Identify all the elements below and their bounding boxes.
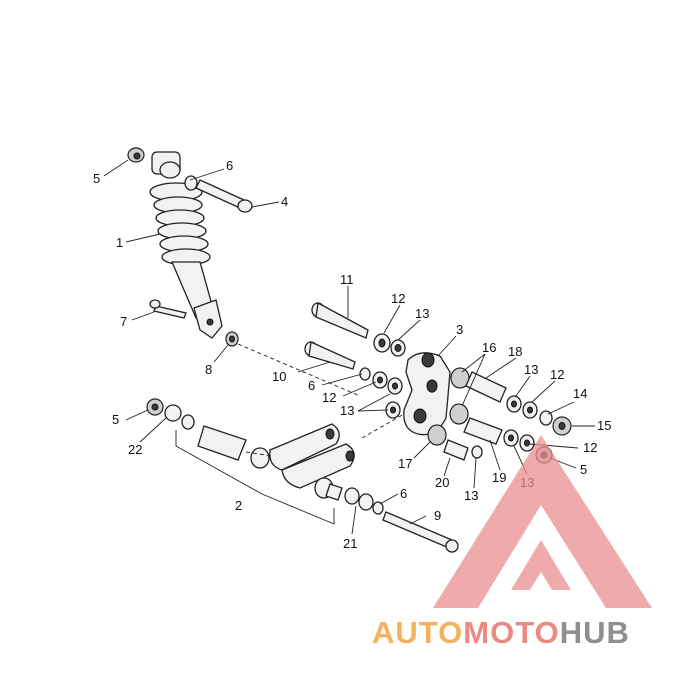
callout-22: 22 (128, 442, 142, 457)
callout-3: 3 (456, 322, 463, 337)
nut-15 (552, 416, 572, 436)
callout-6-a: 6 (226, 158, 233, 173)
callout-12-a: 12 (391, 291, 405, 306)
sleeve-18 (465, 371, 507, 403)
washer-6-top (184, 175, 198, 191)
logo-word-hub: HUB (559, 615, 630, 650)
callout-20: 20 (435, 475, 449, 490)
callout-13-c: 13 (524, 362, 538, 377)
bolt-9 (382, 511, 459, 553)
callout-5-c: 5 (580, 462, 587, 477)
nut-5-top (127, 147, 145, 163)
bushing-2-left (250, 447, 270, 469)
washers-22 (164, 404, 195, 430)
callout-15: 15 (597, 418, 611, 433)
washers-6-12-13-middle (359, 367, 403, 419)
sleeve-2-right (325, 483, 343, 501)
callout-19: 19 (492, 470, 506, 485)
callout-21: 21 (343, 536, 357, 551)
callout-9: 9 (434, 508, 441, 523)
nut-8 (225, 331, 239, 347)
callout-12-b: 12 (322, 390, 336, 405)
callout-5-b: 5 (112, 412, 119, 427)
callout-12-c: 12 (550, 367, 564, 382)
washers-right (471, 395, 553, 459)
sleeve-19 (463, 417, 503, 445)
callout-2: 2 (235, 498, 242, 513)
callout-14: 14 (573, 386, 587, 401)
leader-lines (103, 159, 595, 535)
automotohub-logo-mark (433, 435, 652, 608)
callout-4: 4 (281, 194, 288, 209)
callout-11: 11 (340, 272, 354, 287)
washers-21-6 (344, 487, 384, 515)
part-2-bracket (175, 430, 335, 525)
callout-17: 17 (398, 456, 412, 471)
callout-labels: 1 2 3 4 5 5 5 6 6 6 7 8 9 10 11 12 12 12… (93, 158, 611, 551)
bolt-7 (149, 299, 187, 319)
callout-6-b: 6 (308, 378, 315, 393)
logo-word-auto: AUTO (372, 615, 464, 650)
bushings-16 (449, 367, 470, 425)
callout-10: 10 (272, 369, 286, 384)
logo-word-moto: MOTO (463, 615, 560, 650)
callout-5-a: 5 (93, 171, 100, 186)
bushing-17 (427, 424, 447, 446)
automotohub-logo-text: AUTOMOTOHUB (372, 615, 630, 651)
assembly-dashed-lines (237, 343, 405, 457)
shock-absorber (149, 151, 223, 339)
callout-1: 1 (116, 235, 123, 250)
callout-7: 7 (120, 314, 127, 329)
callout-18: 18 (508, 344, 522, 359)
callout-13-b: 13 (340, 403, 354, 418)
sleeve-2-left (197, 425, 247, 461)
rocker-3 (403, 352, 451, 436)
callout-13-d: 13 (464, 488, 478, 503)
link-arms (269, 423, 355, 489)
bolt-11 (311, 301, 369, 339)
callout-6-c: 6 (400, 486, 407, 501)
bolt-4 (195, 179, 253, 213)
washers-12-13-upper (373, 333, 406, 357)
callout-12-d: 12 (583, 440, 597, 455)
callout-8: 8 (205, 362, 212, 377)
nut-5-left (146, 398, 164, 416)
callout-13-a: 13 (415, 306, 429, 321)
sleeve-20 (443, 439, 469, 461)
callout-16: 16 (482, 340, 496, 355)
bolt-10 (304, 341, 356, 370)
